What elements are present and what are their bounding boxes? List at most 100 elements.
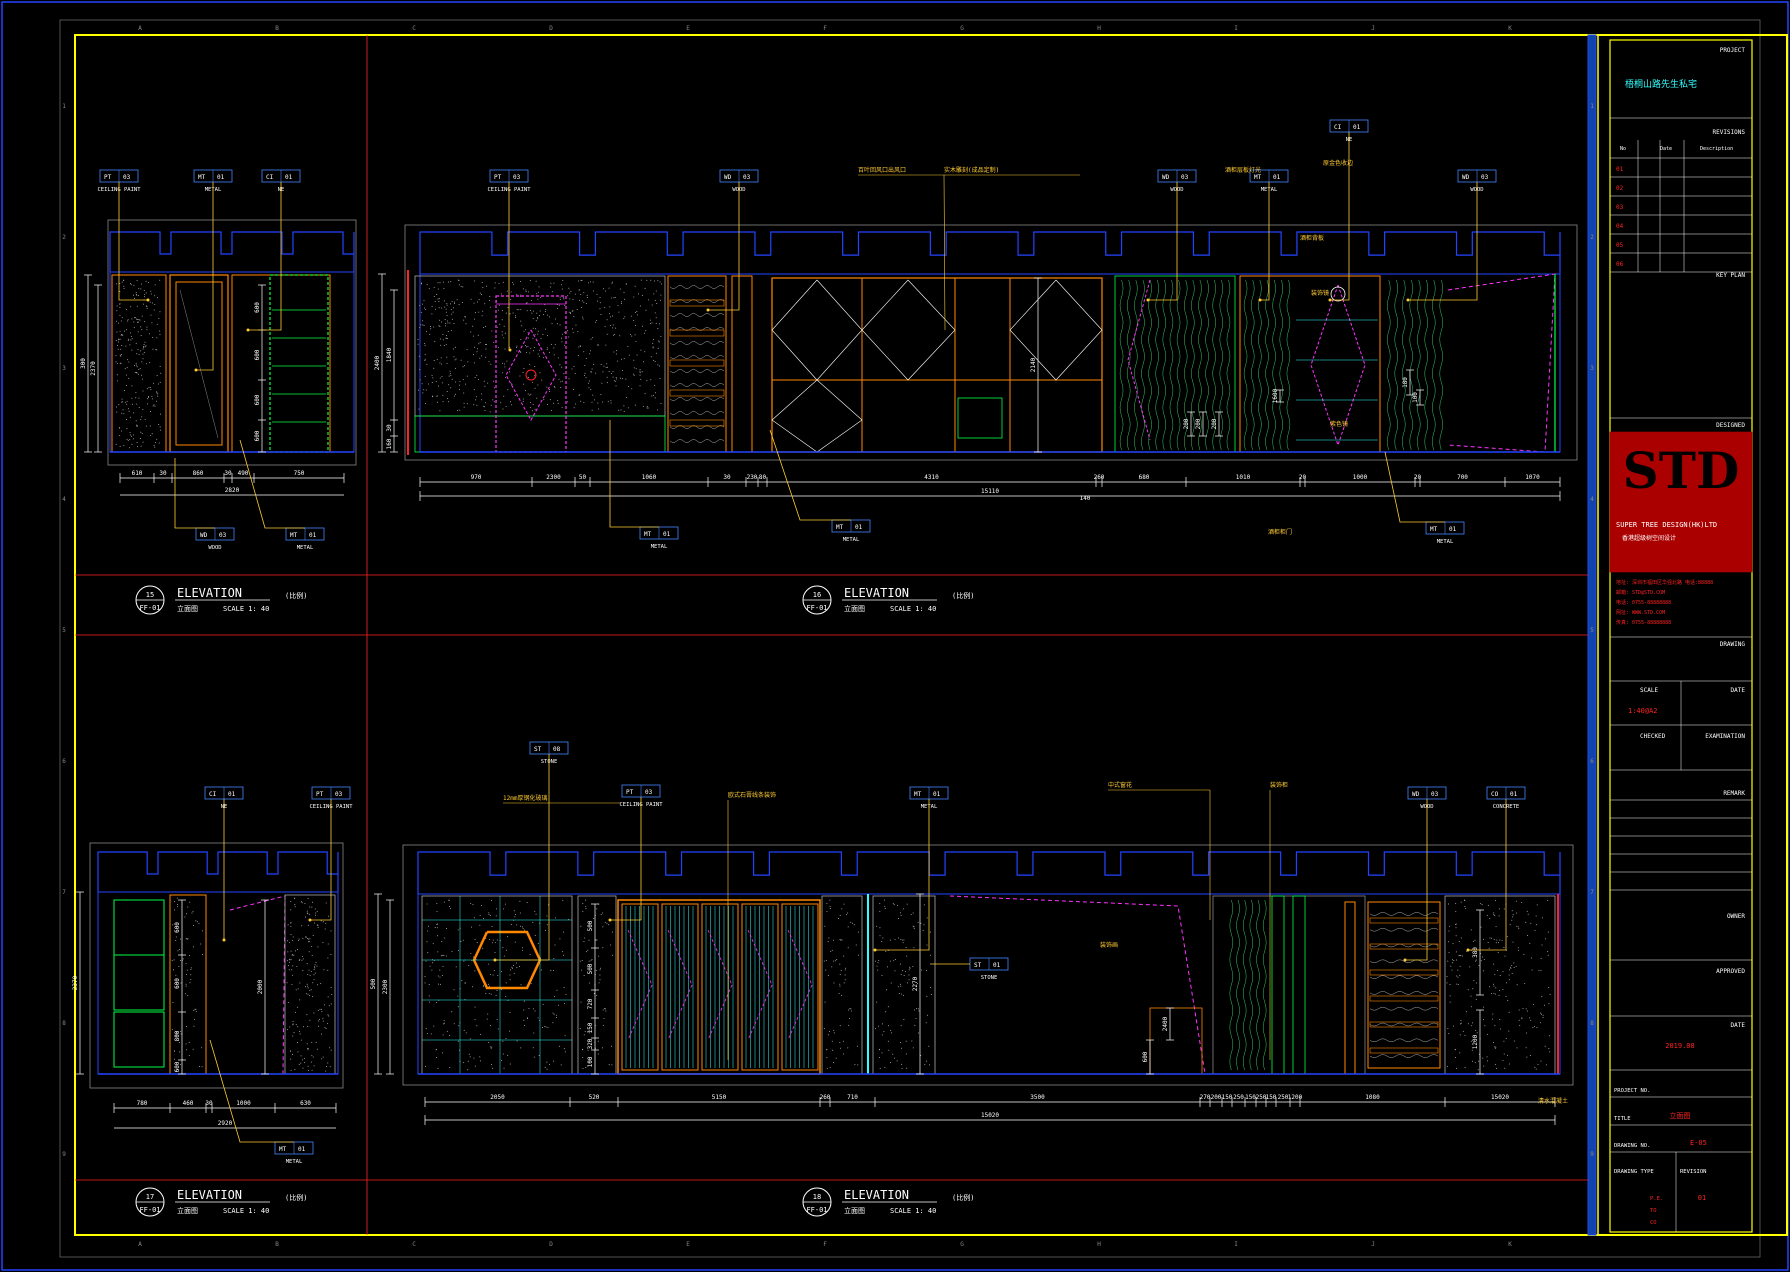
hatch-dot xyxy=(511,966,513,968)
hatch-dot xyxy=(1540,1022,1542,1024)
tag-num: 03 xyxy=(513,174,521,181)
hatch-dot xyxy=(657,327,659,329)
hatch-dot xyxy=(313,974,315,976)
hatch-dot xyxy=(491,926,493,928)
hatch-dot xyxy=(605,290,607,292)
hatch-dot xyxy=(595,939,597,941)
hatch-dot xyxy=(316,910,318,912)
hatch-dot xyxy=(561,406,563,408)
hatch-dot xyxy=(541,1027,543,1029)
hatch-dot xyxy=(1512,941,1514,943)
hatch-dot xyxy=(157,383,159,385)
hatch-dot xyxy=(1471,1022,1473,1024)
glass-shelf-unit xyxy=(269,274,329,453)
hatch-dot xyxy=(123,445,125,447)
hatch-dot xyxy=(597,300,599,302)
hatch-dot xyxy=(150,410,152,412)
tag-code: MT xyxy=(290,532,298,539)
hatch-dot xyxy=(1511,964,1513,966)
hatch-dot xyxy=(185,1026,187,1028)
grain-line xyxy=(1369,959,1439,963)
hatch-dot xyxy=(488,914,490,916)
hatch-dot xyxy=(544,304,546,306)
hatch-dot xyxy=(153,404,155,406)
hatch-dot xyxy=(916,983,918,985)
hatch-dot xyxy=(583,402,585,404)
hatch-dot xyxy=(641,294,643,296)
hatch-dot xyxy=(438,307,440,309)
hatch-dot xyxy=(159,311,161,313)
hatch-dot xyxy=(842,1040,844,1042)
dimension-text: 490 xyxy=(238,470,249,477)
tag-num: 01 xyxy=(298,1146,306,1153)
hatch-dot xyxy=(297,1006,299,1008)
hatch-dot xyxy=(560,381,562,383)
leader-dot xyxy=(146,298,150,302)
hatch-dot xyxy=(588,1062,590,1064)
hatch-dot xyxy=(549,389,551,391)
hatch-dot xyxy=(317,1010,319,1012)
hatch-dot xyxy=(520,1047,522,1049)
hatch-dot xyxy=(519,295,521,297)
hatch-dot xyxy=(538,286,540,288)
hatch-dot xyxy=(1483,938,1485,940)
dimension-text-v: 600 xyxy=(174,922,181,933)
project-name: 梧桐山路先生私宅 xyxy=(1625,78,1697,90)
hatch-dot xyxy=(592,337,594,339)
tag-num: 01 xyxy=(1353,124,1361,131)
hatch-dot xyxy=(121,281,123,283)
hatch-dot xyxy=(440,321,442,323)
hatch-dot xyxy=(330,987,332,989)
hatch-dot xyxy=(125,374,127,376)
dimension-text: 30 xyxy=(205,1100,213,1107)
hatch-dot xyxy=(830,951,832,953)
hatch-dot xyxy=(642,361,644,363)
leader-line xyxy=(1405,799,1428,961)
dimension-text: 630 xyxy=(300,1100,311,1107)
hatch-dot xyxy=(116,362,118,364)
hatch-dot xyxy=(329,1066,331,1068)
hatch-dot xyxy=(581,959,583,961)
hatch-dot xyxy=(1451,959,1453,961)
hatch-dot xyxy=(530,393,532,395)
hatch-dot xyxy=(1470,1006,1472,1008)
hatch-dot xyxy=(569,313,571,315)
hatch-dot xyxy=(1535,1068,1537,1070)
hatch-dot xyxy=(549,399,551,401)
grain-line xyxy=(1369,1054,1439,1058)
hatch-dot xyxy=(1527,913,1529,915)
hatch-dot xyxy=(192,946,194,948)
hatch-dot xyxy=(520,309,522,311)
hatch-dot xyxy=(553,385,555,387)
hatch-dot xyxy=(497,309,499,311)
hatch-dot xyxy=(159,426,161,428)
hatch-dot xyxy=(1532,1003,1534,1005)
hatch-dot xyxy=(850,1008,852,1010)
hatch-dot xyxy=(1494,1046,1496,1048)
logo-panel xyxy=(1609,431,1753,573)
hatch-dot xyxy=(428,383,430,385)
hatch-dot xyxy=(908,969,910,971)
hatch-dot xyxy=(193,1025,195,1027)
dimension-text-v: 2140 xyxy=(1030,357,1037,372)
hatch-dot xyxy=(557,1004,559,1006)
hatch-dot xyxy=(527,337,529,339)
hatch-dot xyxy=(644,351,646,353)
hatch-dot xyxy=(327,996,329,998)
hatch-dot xyxy=(609,944,611,946)
hatch-dot xyxy=(896,1060,898,1062)
hatch-dot xyxy=(446,391,448,393)
hatch-dot xyxy=(571,368,573,370)
hatch-dot xyxy=(431,313,433,315)
pattern-line xyxy=(1243,279,1248,451)
hatch-dot xyxy=(1475,1029,1477,1031)
hatch-dot xyxy=(1488,947,1490,949)
hatch-dot xyxy=(546,347,548,349)
hatch-dot xyxy=(453,356,455,358)
hatch-dot xyxy=(133,412,135,414)
annotation-note: 装饰画 xyxy=(1100,941,1118,949)
tag-code: MT xyxy=(1430,526,1438,533)
hatch-dot xyxy=(460,286,462,288)
hatch-dot xyxy=(616,350,618,352)
hatch-dot xyxy=(1458,955,1460,957)
